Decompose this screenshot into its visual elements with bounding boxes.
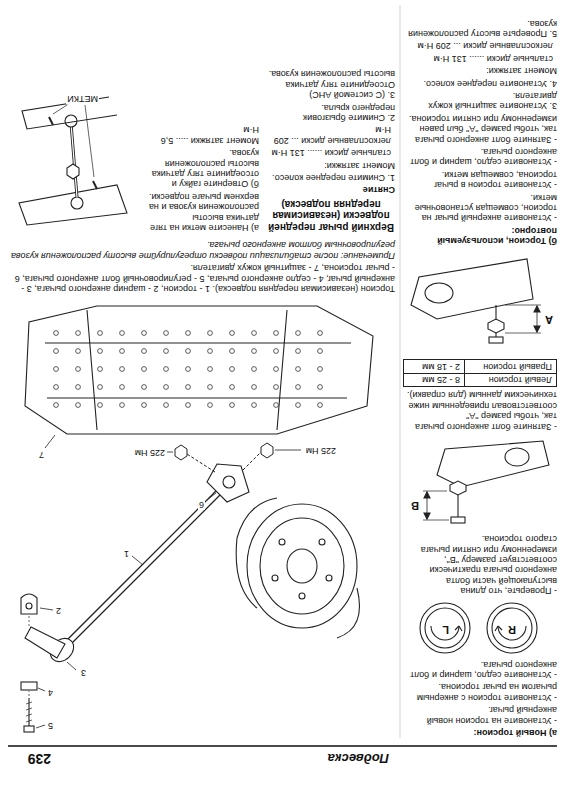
callout-number: 5: [47, 720, 54, 731]
body-text: - Установите торсион в рычаг торсиона, с…: [403, 169, 557, 190]
text-column: а) Новый торсион: - Установите на торсион…: [403, 16, 557, 738]
anchor-arm: [25, 627, 78, 670]
torsion-bar: [67, 482, 229, 644]
table-cell: Левый торсион: [464, 373, 556, 386]
table-cell: 8 - 25 мм: [403, 373, 464, 386]
adjusting-bolt: [24, 691, 45, 732]
body-text: 4. Установите переднее колесо.: [403, 78, 557, 88]
mark-label: МЕТКИ: [66, 93, 99, 104]
dimension-figure: A: [403, 250, 557, 355]
callout-number: 7: [38, 449, 45, 460]
body-text: - Установите торсион с анкерным рычагом …: [403, 682, 557, 703]
body-text: - Установите седло, шарнир и болт анкерн…: [403, 659, 557, 680]
step-heading: а) Новый торсион:: [403, 728, 557, 738]
dimension-figure: B: [403, 436, 557, 531]
body-text: 5. Проверьте высоту расположения кузова.: [403, 18, 557, 39]
body-text: 3. Установите защитный кожух двигателя.: [403, 91, 557, 112]
torque-value: стальные диски ...... 131 Н·м: [267, 148, 395, 158]
table-cell: Правый торсион: [464, 359, 556, 372]
mark-letter: L: [441, 623, 450, 636]
page-header-title: Подвеска: [328, 751, 389, 766]
subsection-heading: Снятие: [267, 185, 395, 195]
text-column: а) Нанесите метки на тяге датчика высоты…: [143, 123, 259, 233]
body-text: - Установите анкерный рычаг на торсион, …: [403, 192, 557, 223]
torsion-end-marks: [403, 600, 557, 656]
mark-figure: RL: [403, 600, 557, 656]
callout-number: 1: [123, 548, 130, 559]
nut-pair: [167, 443, 301, 472]
torque-value: Момент затяжки ..... 5,6 Н·м: [143, 125, 259, 146]
body-text: - Затяните болт анкерного рычага так, чт…: [403, 113, 557, 144]
text-column: Верхний рычаг передней подвески (независ…: [267, 67, 395, 233]
body-text: а) Нанесите метки на тяге датчика высоты…: [143, 191, 259, 233]
note-text: Примечание: после стабилизации подвески …: [10, 240, 395, 261]
bolt-length-drawing: [403, 436, 557, 531]
body-text: Момент затяжки:: [403, 66, 557, 76]
anchor-seat: [21, 682, 45, 691]
torque-value: стальные диски ...... 131 Н·м: [403, 53, 557, 63]
caption-block: Торсион (независимая передняя подвеска).…: [10, 238, 395, 294]
body-text: б) Отверните гайку и отсоедините тягу да…: [143, 148, 259, 190]
torque-label: 225 Нм: [134, 447, 166, 458]
dimension-label: B: [410, 499, 420, 512]
anchor-joint: [21, 594, 53, 626]
exploded-view: [8, 298, 397, 738]
callout-number: 6: [198, 499, 205, 510]
body-text: 3. (С системой AHC) Отсоедините тягу дат…: [267, 69, 395, 100]
torque-label: 225 Нм: [305, 445, 337, 456]
body-text: - Затяните болт анкерного рычага так, чт…: [403, 390, 557, 432]
anchor-bolt-drawing: [403, 250, 557, 355]
body-text: - Установите на торсион новый анкерный р…: [403, 705, 557, 726]
body-text: Момент затяжки:: [267, 160, 395, 170]
step-heading: б) Торсион, используемый повторно:: [403, 225, 557, 246]
body-text: - Проверьте, что длина выступающей части…: [403, 534, 557, 596]
torsion-bar-illustration: 1 2 3 4 5 6 7 225 Нм 225 Нм: [8, 298, 397, 738]
callout-number: 4: [47, 687, 54, 698]
height-sensor-sketch: МЕТКИ: [8, 83, 137, 233]
figure-caption: Торсион (независимая передняя подвеска).…: [10, 263, 395, 294]
hub-drawing: [236, 498, 359, 638]
sensor-link-drawing: [8, 83, 137, 233]
body-text: 1. Снимите переднее колесо.: [267, 173, 395, 183]
mark-letter: R: [507, 623, 517, 636]
engine-cover: [25, 306, 373, 448]
body-text: - Установите седло, шарнир и болт анкерн…: [403, 147, 557, 168]
section-heading: Верхний рычаг передней подвески (независ…: [267, 199, 395, 234]
torque-value: легкосплавные диски ... 209 Н·м: [267, 125, 395, 146]
callout-number: 2: [55, 605, 62, 616]
callout-number: 3: [80, 667, 87, 678]
page-number: 239: [28, 751, 51, 767]
spec-table: Левый торсион8 - 25 ммПравый торсион2 - …: [403, 359, 557, 387]
dimension-label: A: [544, 313, 554, 326]
table-cell: 2 - 18 мм: [403, 359, 464, 372]
body-text: 2. Снимите брызговик переднего крыла.: [267, 102, 395, 123]
torque-value: легкосплавные диски ... 209 Н·м: [403, 41, 557, 51]
